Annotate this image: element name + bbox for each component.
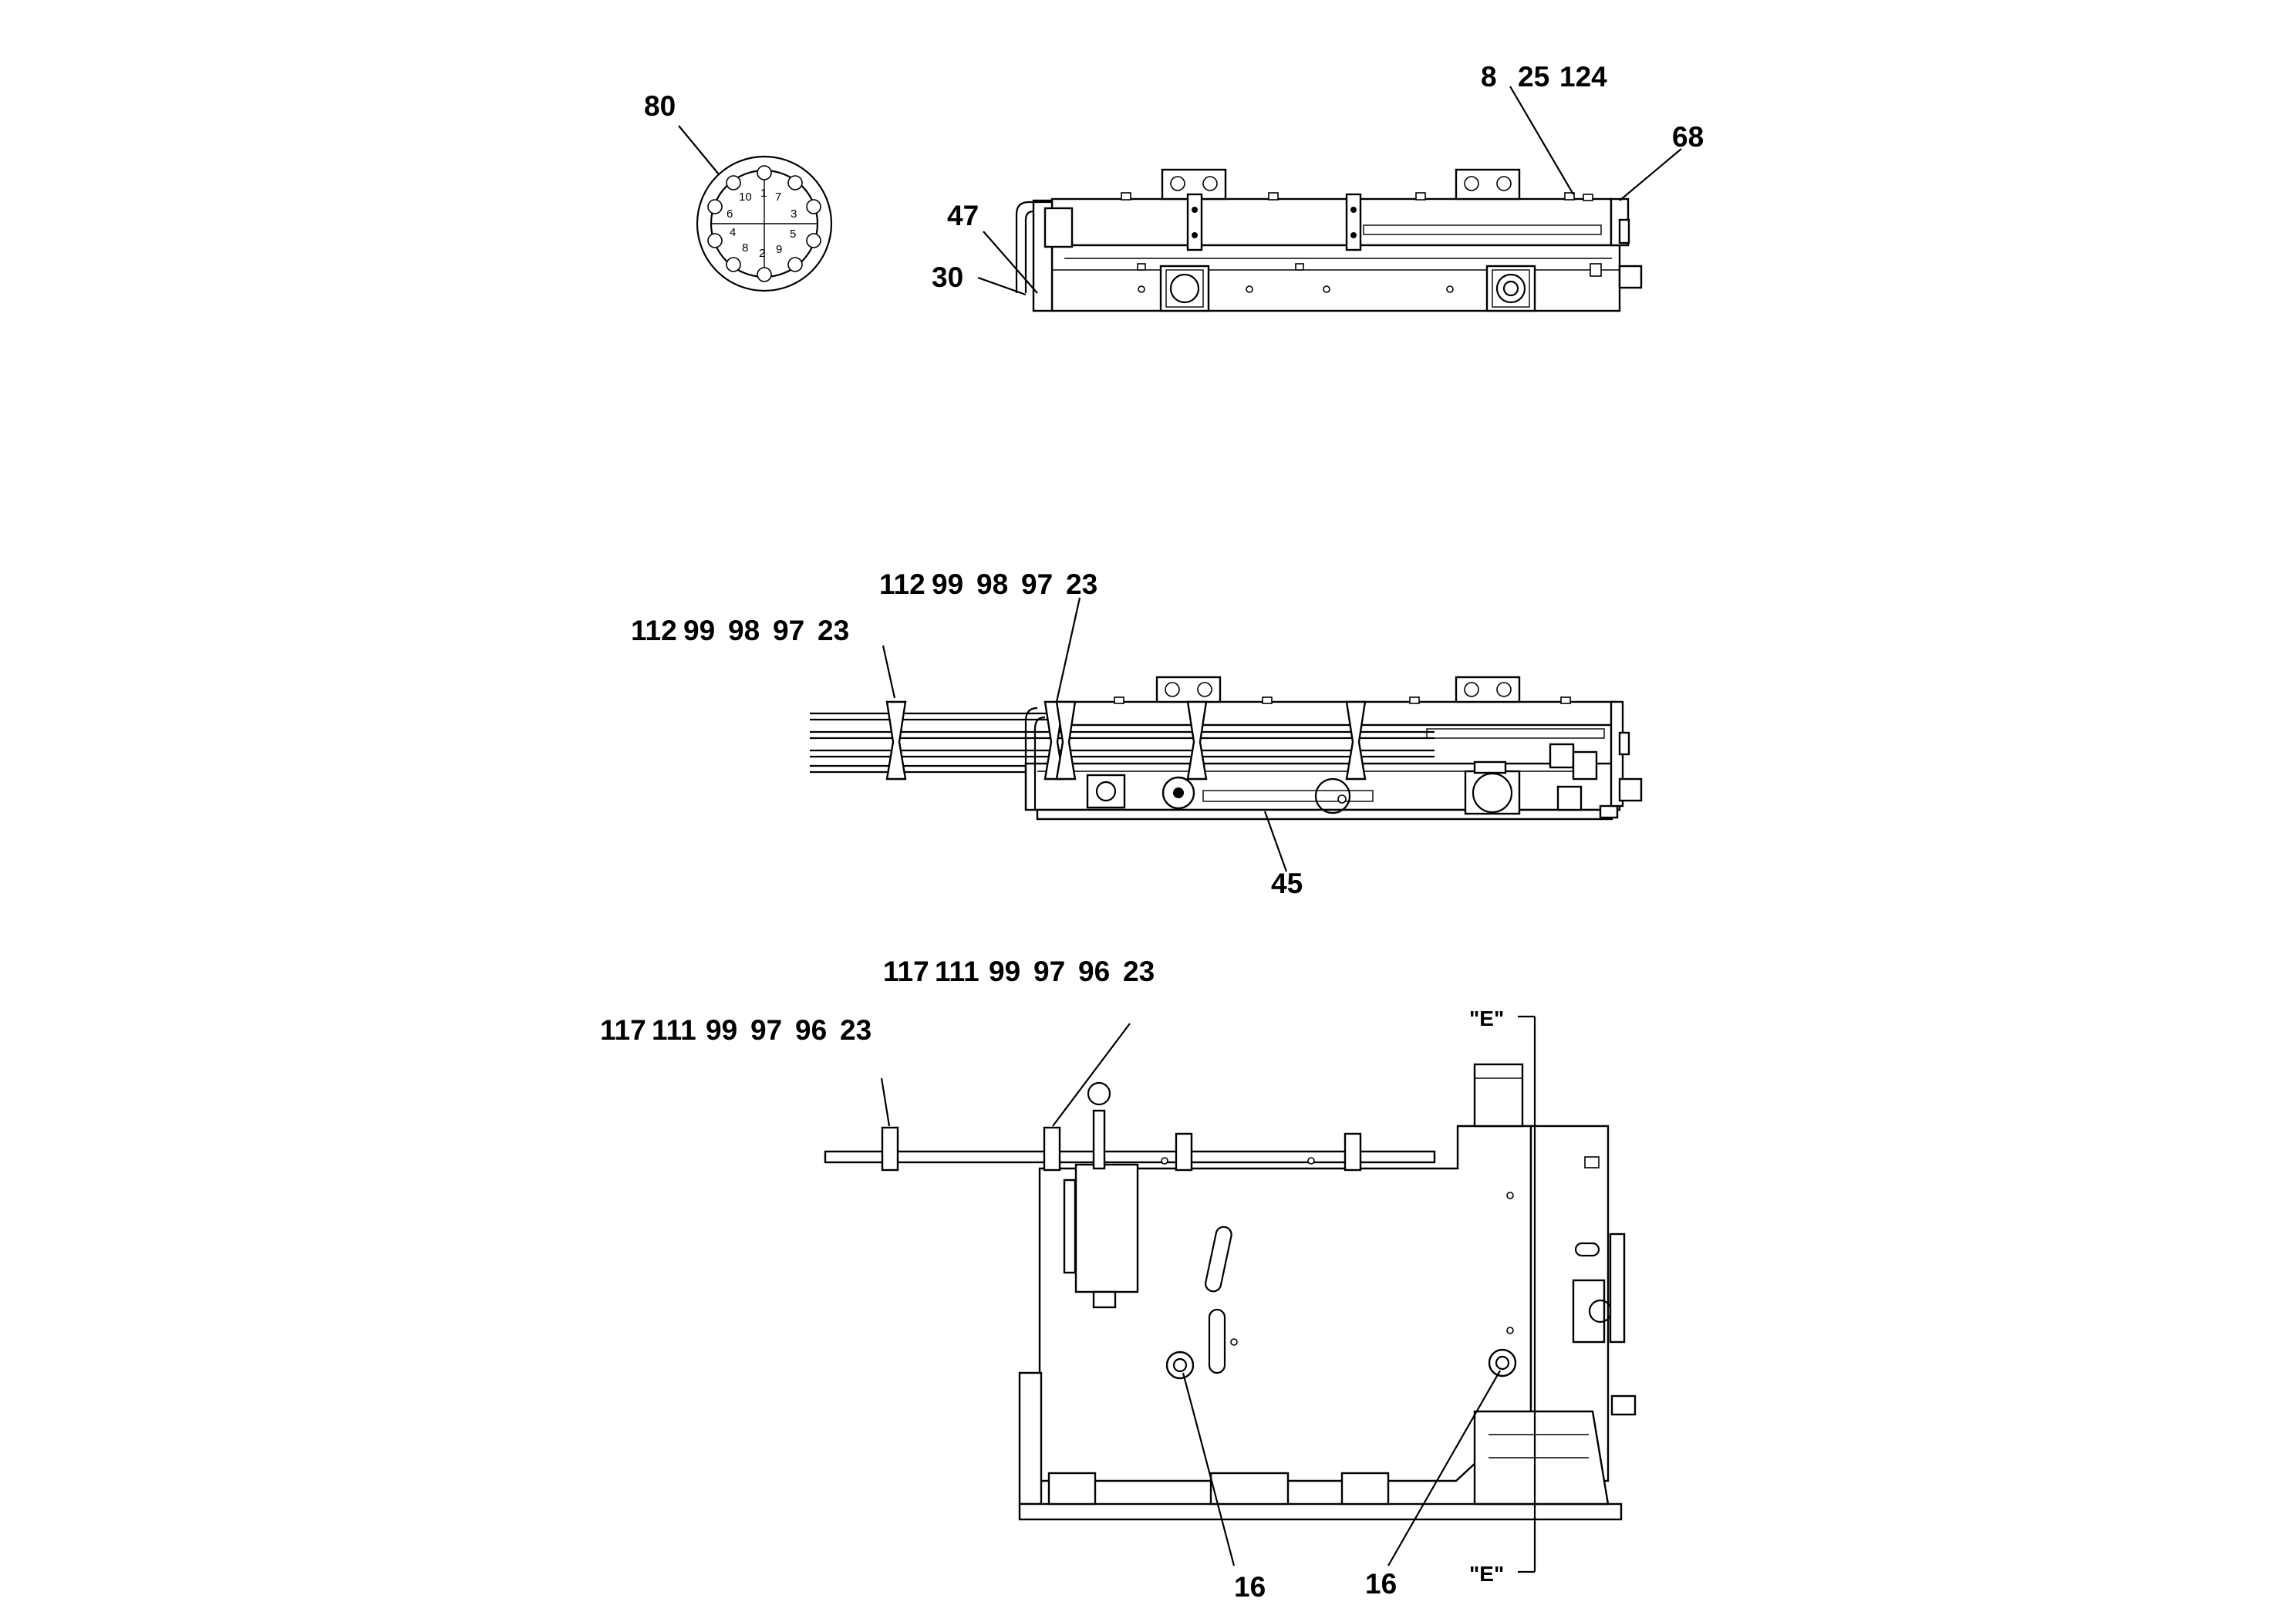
callout-8: 8 <box>1481 61 1497 93</box>
callout-23-c: 23 <box>840 1014 872 1046</box>
callout-16-a: 16 <box>1234 1571 1266 1603</box>
callout-23-a: 23 <box>818 615 849 646</box>
leader-lines <box>678 86 1682 1566</box>
callout-98-a: 98 <box>728 615 760 646</box>
pin-3: 3 <box>791 207 797 221</box>
callout-111-b: 111 <box>935 956 979 987</box>
pin-7: 7 <box>775 191 781 204</box>
pin-5: 5 <box>790 228 796 241</box>
pin-9: 9 <box>776 243 782 256</box>
pin-4: 4 <box>730 226 736 239</box>
front-view-assembly <box>824 1063 1637 1521</box>
section-line-e <box>1518 1015 1536 1573</box>
callout-25: 25 <box>1518 61 1549 93</box>
callout-23-d: 23 <box>1123 956 1155 987</box>
callout-30: 30 <box>932 261 963 293</box>
pin-2: 2 <box>759 247 765 260</box>
callout-labels: 80 8 25 124 68 47 30 112 99 98 97 23 112… <box>600 61 1704 1603</box>
callout-99-d: 99 <box>989 956 1020 987</box>
callout-99-c: 99 <box>706 1014 737 1046</box>
callout-112-b: 112 <box>879 568 925 600</box>
pin-8: 8 <box>742 241 748 255</box>
callout-97-d: 97 <box>1033 956 1065 987</box>
pin-10: 10 <box>739 191 752 204</box>
connector-detail: 1 7 10 6 3 4 5 8 2 9 <box>696 155 833 292</box>
callout-98-b: 98 <box>976 568 1008 600</box>
callout-112-a: 112 <box>631 615 677 646</box>
callout-97-a: 97 <box>773 615 804 646</box>
callout-97-c: 97 <box>750 1014 782 1046</box>
callout-99-b: 99 <box>932 568 963 600</box>
top-view-assembly <box>1015 168 1643 312</box>
callout-124: 124 <box>1559 61 1607 93</box>
callout-47: 47 <box>947 200 979 231</box>
callout-96-a: 96 <box>795 1014 827 1046</box>
section-e-top: "E" <box>1469 1007 1504 1030</box>
callout-117-a: 117 <box>600 1014 646 1046</box>
callout-111-a: 111 <box>652 1014 696 1046</box>
callout-99-a: 99 <box>683 615 715 646</box>
section-e-bottom: "E" <box>1469 1562 1504 1586</box>
callout-68: 68 <box>1672 121 1704 153</box>
callout-117-b: 117 <box>883 956 929 987</box>
pin-6: 6 <box>727 207 733 221</box>
callout-16-b: 16 <box>1365 1568 1397 1600</box>
callout-80: 80 <box>644 90 676 122</box>
callout-45: 45 <box>1271 868 1303 899</box>
callout-97-b: 97 <box>1021 568 1053 600</box>
callout-23-b: 23 <box>1066 568 1097 600</box>
side-view-assembly <box>810 676 1643 821</box>
hose-clamp <box>885 700 1367 781</box>
callout-96-b: 96 <box>1078 956 1110 987</box>
pin-1: 1 <box>760 187 767 200</box>
